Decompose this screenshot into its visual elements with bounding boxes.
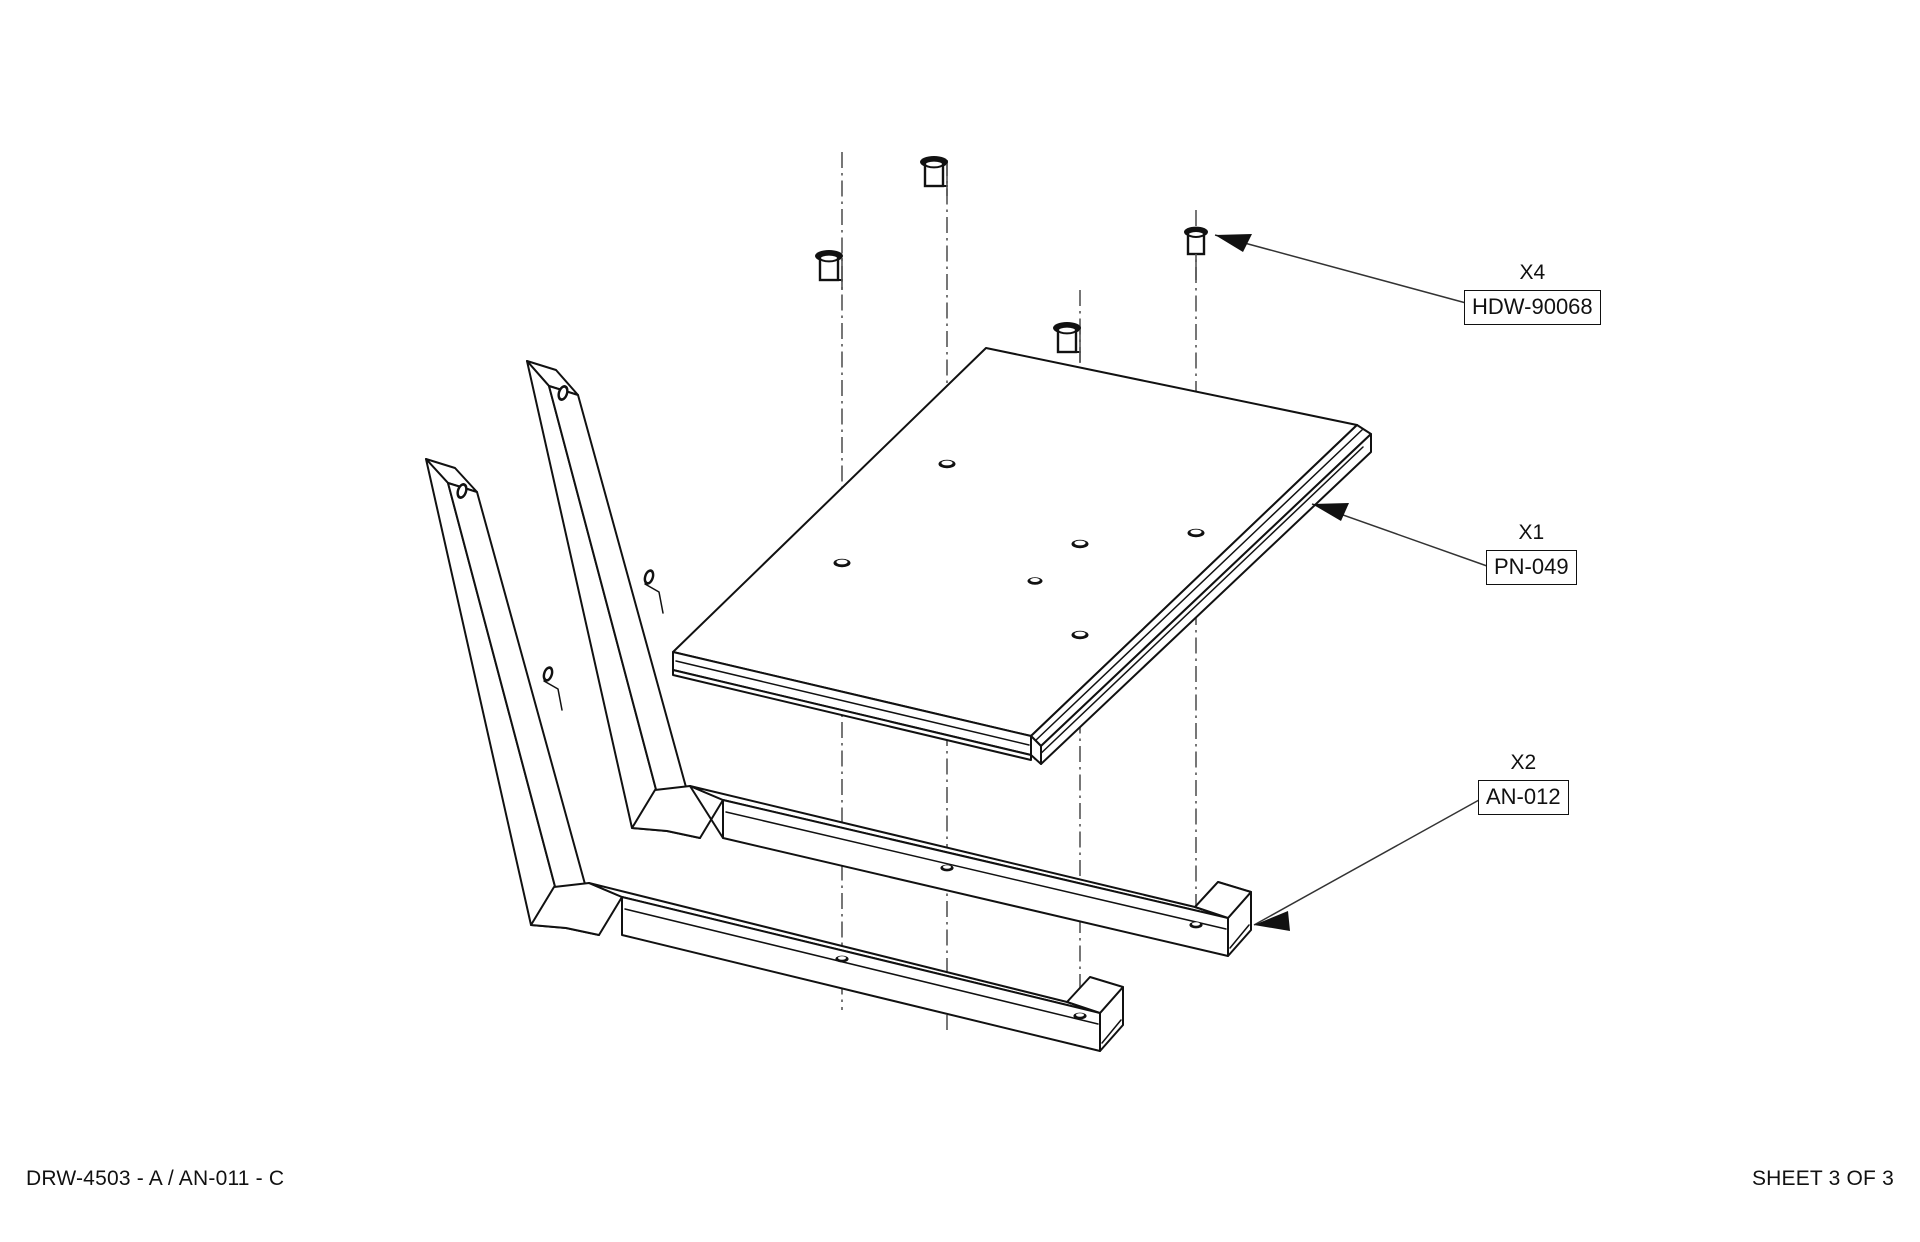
- arm-hole: [456, 483, 468, 499]
- arm-hole: [835, 955, 849, 963]
- callout-part-number: PN-049: [1486, 550, 1577, 585]
- panel-hole: [938, 459, 956, 469]
- sheet-number-footer: SHEET 3 OF 3: [1751, 1167, 1894, 1190]
- panel-hole: [1071, 630, 1089, 640]
- screw-fastener: [920, 156, 948, 196]
- leader-lines: [1214, 234, 1488, 931]
- sheet-metal-panel: [672, 347, 1372, 765]
- screw-fastener-group: [815, 156, 1208, 362]
- arm-hole: [1073, 1012, 1087, 1020]
- callout-quantity: X2: [1510, 751, 1537, 774]
- callout-quantity: X4: [1519, 261, 1546, 284]
- panel-hole: [1027, 577, 1043, 585]
- screw-fastener: [1184, 226, 1208, 280]
- drawing-number-footer: DRW-4503 - A / AN-011 - C: [26, 1167, 285, 1190]
- screw-fastener: [815, 250, 843, 290]
- arm-hole: [1189, 921, 1203, 929]
- arm-hole: [542, 666, 554, 682]
- leader-pn-049: [1311, 503, 1488, 567]
- callout-pn-049[interactable]: X1 PN-049: [1486, 522, 1577, 585]
- leader-an-012: [1253, 799, 1480, 931]
- callout-part-number: AN-012: [1478, 780, 1569, 815]
- callout-an-012[interactable]: X2 AN-012: [1478, 752, 1569, 815]
- arm-hole: [557, 385, 569, 401]
- callout-quantity: X1: [1518, 521, 1545, 544]
- panel-hole: [1187, 528, 1205, 538]
- callout-part-number: HDW-90068: [1464, 290, 1601, 325]
- arm-hole: [940, 864, 954, 872]
- leader-hdw-90068: [1214, 234, 1467, 304]
- arm-hole: [643, 569, 655, 585]
- panel-mounting-holes: [833, 459, 1205, 640]
- bracket-arm-back: [526, 360, 1252, 957]
- bracket-arm-front: [425, 458, 1124, 1052]
- callout-hdw-90068[interactable]: X4 HDW-90068: [1464, 262, 1601, 325]
- screw-fastener: [1053, 322, 1081, 362]
- panel-hole: [833, 558, 851, 568]
- panel-hole: [1071, 539, 1089, 549]
